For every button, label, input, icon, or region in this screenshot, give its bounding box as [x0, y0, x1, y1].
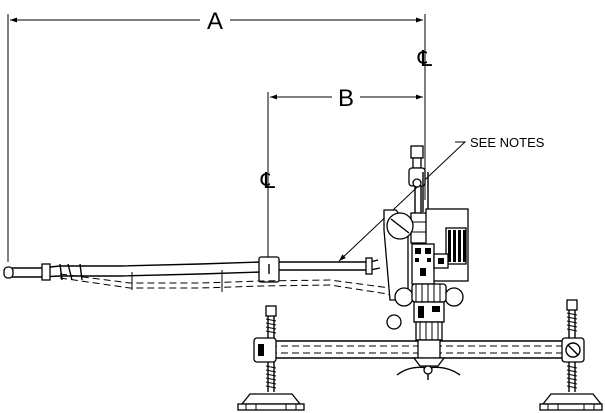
centerline-symbol-top: ℄ — [417, 47, 433, 72]
foot-right-pad-base — [539, 403, 603, 411]
dimension-a: A — [7, 8, 426, 262]
fitting-stem — [412, 157, 422, 169]
dimension-label-a: A — [207, 8, 223, 35]
arm-upper-rail-bottom — [279, 267, 381, 271]
knob-left — [394, 287, 414, 307]
foot-left-pad-top — [240, 393, 302, 405]
arm-upper-rail-top — [279, 259, 379, 263]
dimension-b: B — [267, 85, 423, 262]
callout-text: SEE NOTES — [470, 135, 545, 150]
arm-clamp-ribs — [59, 263, 83, 281]
lock-knob — [386, 314, 402, 330]
centerline-symbol-left: ℄ — [260, 169, 276, 194]
foot-left-thread-lower — [265, 365, 277, 389]
lower-collar — [411, 283, 447, 303]
beam-bolt-right — [565, 342, 581, 358]
valve-bands — [411, 221, 427, 233]
collar-ribs — [415, 284, 441, 302]
leader-line — [338, 141, 467, 262]
arm-bottom-edge — [12, 271, 263, 278]
motor-fins — [448, 230, 466, 262]
beam-end-detail-left — [258, 344, 264, 356]
knob-right — [444, 287, 464, 307]
spindle-cone — [412, 357, 446, 367]
foot-left-screw-lower — [267, 362, 275, 392]
leveling-foot-left — [237, 305, 305, 411]
foot-right-pad-ribs — [547, 404, 595, 410]
spindle-clamp — [417, 339, 441, 359]
arm-top-edge — [12, 261, 263, 269]
nozzle-assembly — [408, 145, 429, 244]
alternate-clamp-marks — [131, 270, 223, 292]
handle-hub — [423, 365, 433, 375]
gauge-needle — [390, 218, 410, 234]
fitting-ball — [412, 178, 422, 188]
alternate-path-lower — [59, 277, 403, 307]
swing-arm — [3, 256, 381, 283]
foot-left-thread-upper — [265, 318, 277, 334]
foot-left-pad-ribs — [245, 404, 297, 410]
foot-left-knob — [265, 305, 277, 317]
see-notes-callout: SEE NOTES — [338, 135, 545, 262]
arm-end-cap — [3, 266, 14, 279]
spindle-ribs — [419, 322, 439, 340]
beam-end-block-left — [253, 337, 277, 363]
foot-right-thread-upper — [566, 312, 578, 332]
center-block-details — [415, 248, 431, 276]
center-spindle — [396, 339, 461, 380]
foot-right-screw-lower — [568, 362, 576, 392]
foot-right-thread-lower — [566, 365, 578, 389]
leveling-foot-right — [539, 299, 603, 411]
lower-body-details — [418, 306, 440, 318]
alternate-path-upper — [59, 273, 406, 303]
bolt-slash — [567, 344, 579, 356]
foot-right-pad-top — [541, 393, 603, 405]
side-tube — [422, 172, 429, 212]
fitting-top — [410, 145, 424, 159]
arm-collar — [41, 263, 51, 281]
foot-left-pad-base — [237, 403, 305, 411]
rail-clamp — [365, 257, 373, 275]
foot-right-knob — [566, 299, 578, 311]
side-box-detail — [438, 258, 444, 264]
main-head — [383, 208, 469, 341]
dimension-label-b: B — [338, 85, 354, 112]
